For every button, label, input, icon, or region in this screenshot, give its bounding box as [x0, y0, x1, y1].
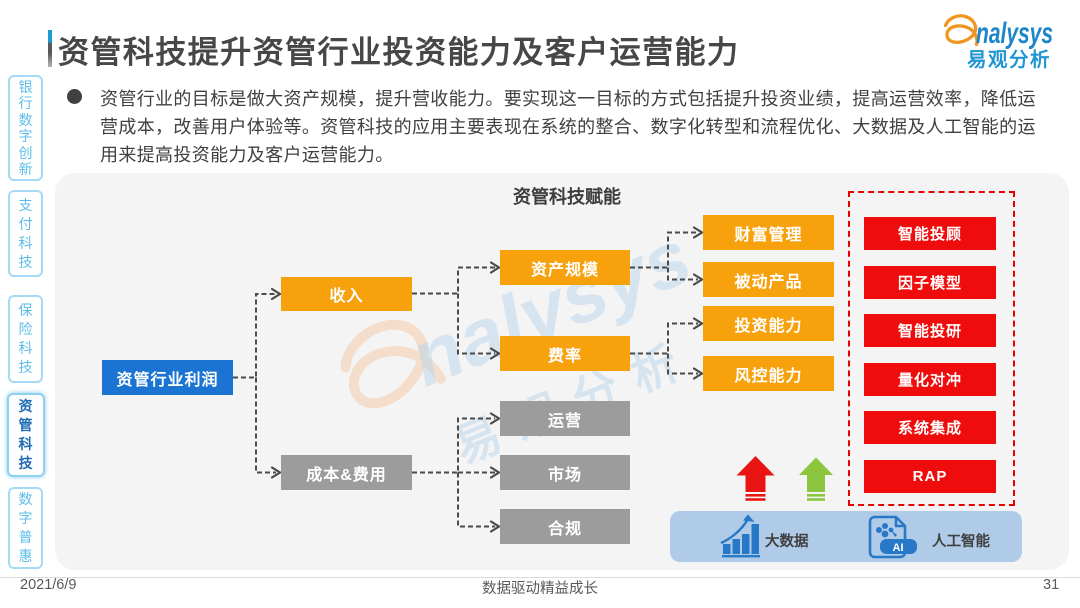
svg-text:易观分析: 易观分析: [967, 48, 1051, 71]
svg-text:nalysys: nalysys: [976, 17, 1053, 50]
svg-text:AI: AI: [893, 542, 904, 554]
